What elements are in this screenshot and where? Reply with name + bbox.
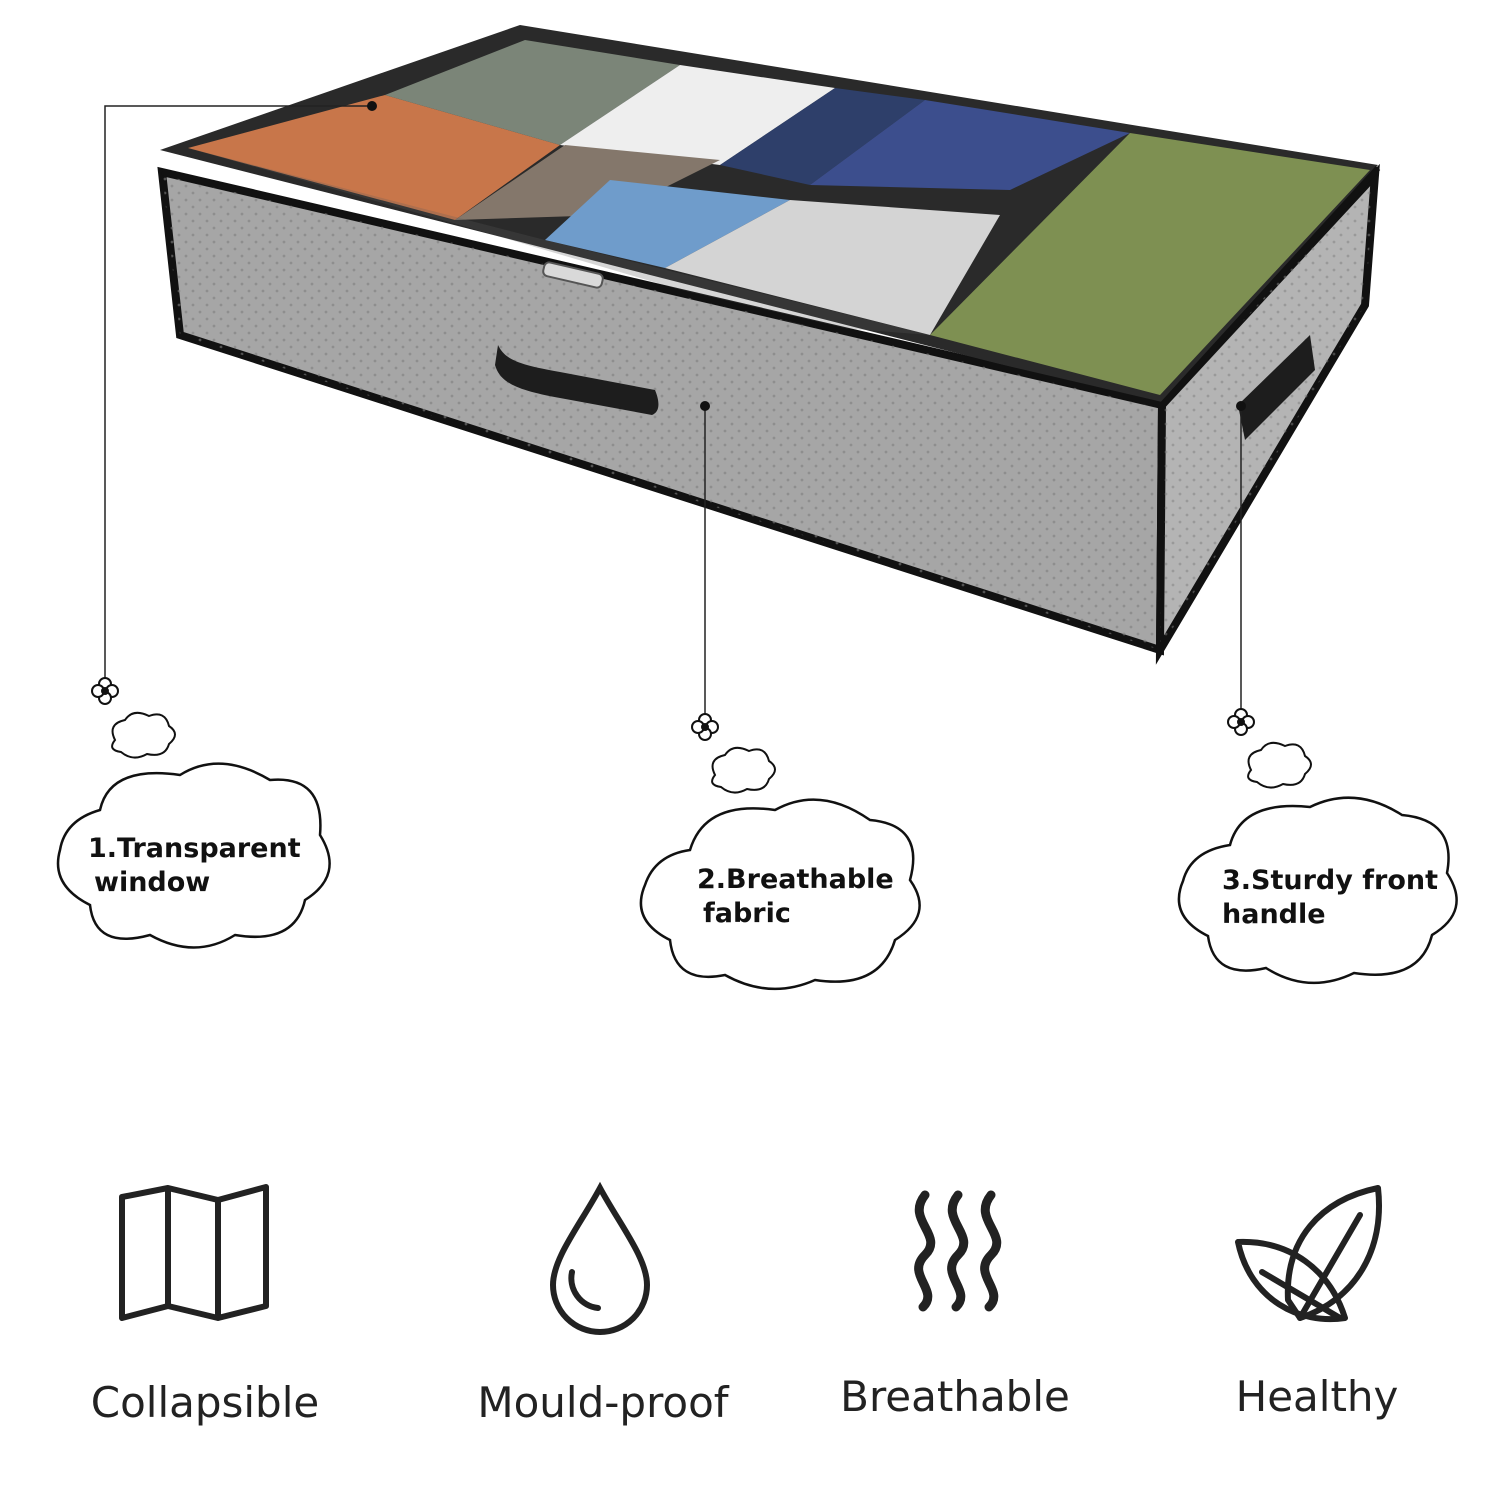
callout-cloud <box>56 762 1458 991</box>
front-handle <box>495 345 659 415</box>
feature-label-breathable: Breathable <box>840 1372 1070 1421</box>
callout-line-2: window <box>94 867 211 898</box>
callout-transparent-window: 1.Transparent window <box>88 832 301 900</box>
callout-leaders <box>104 105 1242 716</box>
callout-line-2: handle <box>1222 899 1326 930</box>
callout-dots <box>367 101 1246 411</box>
storage-bag <box>157 25 1381 665</box>
water-drop-icon <box>549 1181 651 1335</box>
transparent-window <box>188 40 1370 395</box>
callout-sturdy-handle: 3.Sturdy front handle <box>1222 864 1438 932</box>
feature-label-mould-proof: Mould-proof <box>477 1378 729 1427</box>
callout-breathable-fabric: 2.Breathable fabric <box>697 863 894 931</box>
small-cloud-icon <box>111 711 1312 794</box>
callout-line-1: 3.Sturdy front <box>1222 865 1438 896</box>
folded-map-icon <box>119 1184 269 1321</box>
callout-line-2: fabric <box>703 898 791 929</box>
side-handle <box>1238 335 1315 440</box>
feature-label-healthy: Healthy <box>1235 1372 1399 1421</box>
airflow-waves-icon <box>914 1190 1002 1312</box>
callout-line-1: 2.Breathable <box>697 864 894 895</box>
callout-line-1: 1.Transparent <box>88 833 301 864</box>
leaf-icon <box>1235 1185 1382 1323</box>
flower-icon <box>91 677 1255 741</box>
feature-label-collapsible: Collapsible <box>90 1378 320 1427</box>
